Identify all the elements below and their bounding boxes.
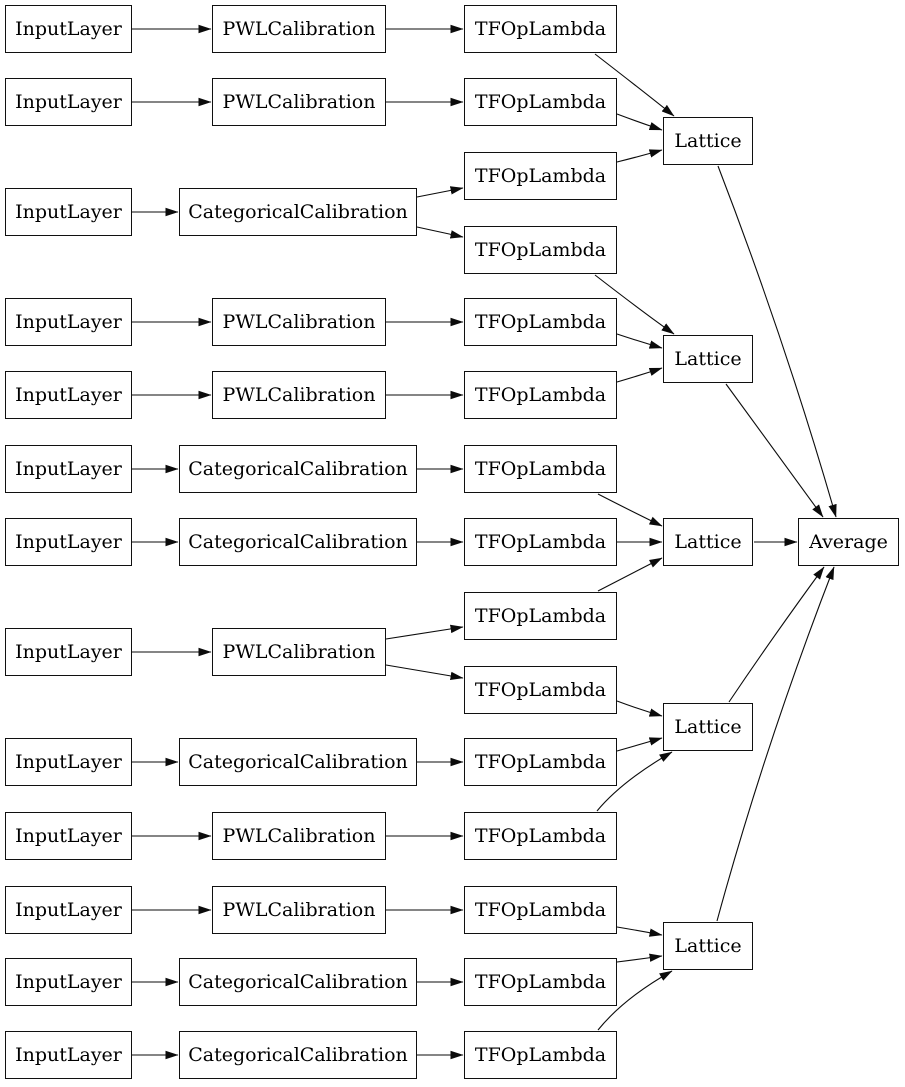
node-pwl-3: PWLCalibration (212, 371, 386, 419)
node-cat-5: CategoricalCalibration (179, 1031, 417, 1079)
node-tfo-12: TFOpLambda (464, 886, 617, 934)
node-il-11: InputLayer (5, 958, 132, 1006)
node-lat-2: Lattice (663, 518, 753, 566)
node-pwl-2: PWLCalibration (212, 298, 386, 346)
node-tfo-0: TFOpLambda (464, 5, 617, 53)
edge-cat-0-to-tfo-2 (416, 186, 464, 198)
node-cat-0: CategoricalCalibration (179, 188, 417, 236)
node-tfo-4: TFOpLambda (464, 298, 617, 346)
node-tfo-8: TFOpLambda (464, 592, 617, 640)
edge-tfo-5-to-lat-1 (616, 367, 663, 383)
edge-tfo-3-to-lat-1 (594, 274, 675, 335)
node-avg: Average (798, 518, 899, 566)
node-cat-2: CategoricalCalibration (179, 518, 417, 566)
edge-pwl-4-to-tfo-9 (385, 664, 464, 681)
node-lat-1: Lattice (663, 335, 753, 383)
node-cat-4: CategoricalCalibration (179, 958, 417, 1006)
edge-tfo-9-to-lat-3 (616, 700, 663, 717)
node-tfo-10: TFOpLambda (464, 738, 617, 786)
edge-tfo-0-to-lat-0 (594, 53, 675, 117)
node-tfo-3: TFOpLambda (464, 226, 617, 274)
node-lat-4: Lattice (663, 922, 753, 970)
edge-tfo-14-to-lat-4 (597, 970, 673, 1031)
edge-lat-3-to-avg (728, 566, 825, 703)
node-cat-3: CategoricalCalibration (179, 738, 417, 786)
edge-tfo-1-to-lat-0 (616, 113, 663, 131)
node-tfo-11: TFOpLambda (464, 812, 617, 860)
edge-tfo-8-to-lat-2 (597, 557, 663, 592)
edge-tfo-2-to-lat-0 (616, 149, 663, 163)
node-tfo-9: TFOpLambda (464, 666, 617, 714)
node-tfo-2: TFOpLambda (464, 152, 617, 200)
edge-lat-0-to-avg (717, 165, 837, 518)
node-il-2: InputLayer (5, 188, 132, 236)
edge-tfo-12-to-lat-4 (616, 926, 663, 937)
node-lat-0: Lattice (663, 117, 753, 165)
edge-lat-4-to-avg (716, 566, 835, 922)
edge-cat-0-to-tfo-3 (416, 226, 464, 239)
node-tfo-5: TFOpLambda (464, 371, 617, 419)
node-il-7: InputLayer (5, 628, 132, 676)
node-il-0: InputLayer (5, 5, 132, 53)
node-tfo-14: TFOpLambda (464, 1031, 617, 1079)
edge-tfo-4-to-lat-1 (616, 333, 663, 349)
node-il-1: InputLayer (5, 78, 132, 126)
edge-pwl-4-to-tfo-8 (385, 624, 464, 640)
node-tfo-1: TFOpLambda (464, 78, 617, 126)
node-cat-1: CategoricalCalibration (179, 445, 417, 493)
node-pwl-5: PWLCalibration (212, 812, 386, 860)
edge-tfo-10-to-lat-3 (616, 737, 663, 752)
node-il-8: InputLayer (5, 738, 132, 786)
node-il-5: InputLayer (5, 445, 132, 493)
node-pwl-1: PWLCalibration (212, 78, 386, 126)
node-il-3: InputLayer (5, 298, 132, 346)
edge-tfo-11-to-lat-3 (596, 751, 673, 812)
node-il-4: InputLayer (5, 371, 132, 419)
node-tfo-13: TFOpLambda (464, 958, 617, 1006)
node-pwl-4: PWLCalibration (212, 628, 386, 676)
node-il-9: InputLayer (5, 812, 132, 860)
node-lat-3: Lattice (663, 703, 753, 751)
edge-tfo-6-to-lat-2 (597, 493, 663, 527)
node-il-12: InputLayer (5, 1031, 132, 1079)
edge-lat-1-to-avg (725, 383, 824, 518)
node-il-10: InputLayer (5, 886, 132, 934)
node-pwl-0: PWLCalibration (212, 5, 386, 53)
edge-tfo-13-to-lat-4 (616, 953, 663, 963)
node-tfo-7: TFOpLambda (464, 518, 617, 566)
node-tfo-6: TFOpLambda (464, 445, 617, 493)
node-il-6: InputLayer (5, 518, 132, 566)
node-pwl-6: PWLCalibration (212, 886, 386, 934)
